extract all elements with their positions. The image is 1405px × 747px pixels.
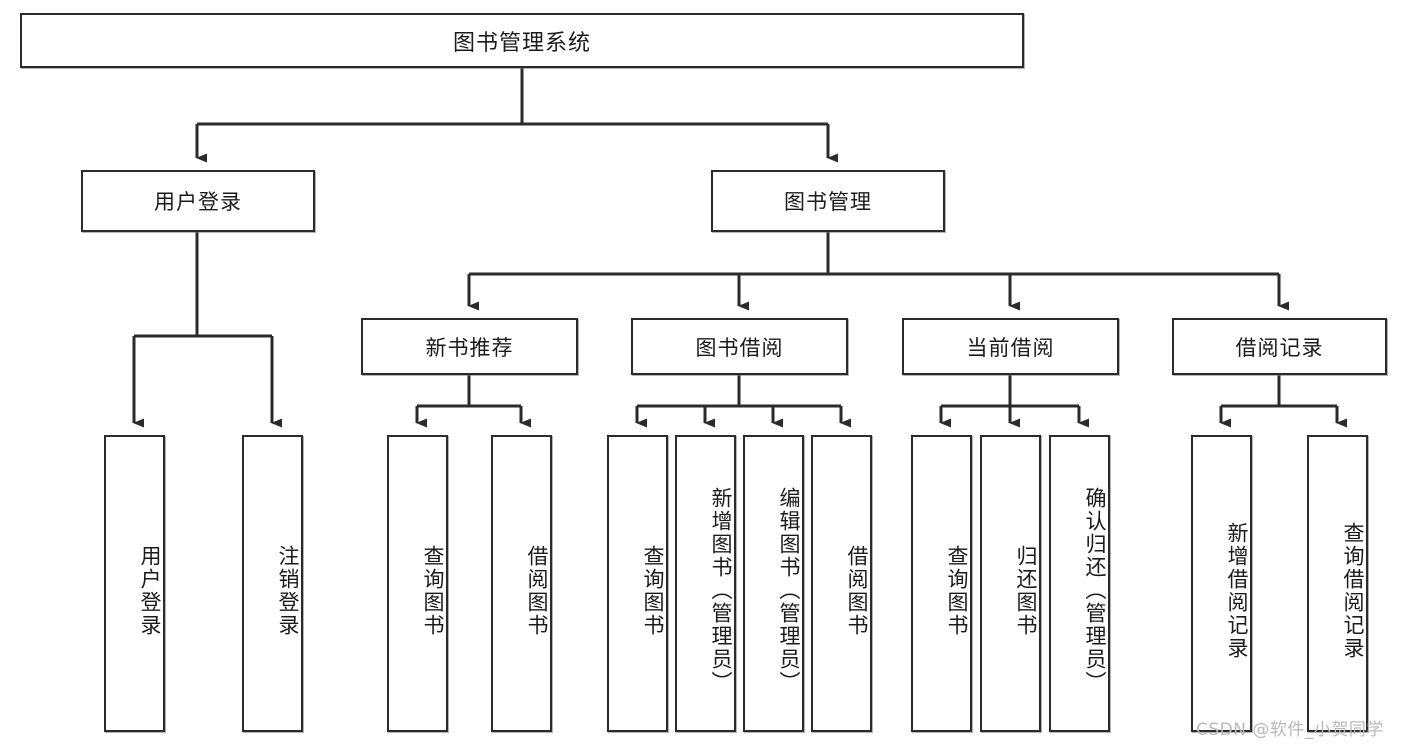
leaf-query-book-borrow[interactable]: 查询图书: [607, 435, 668, 732]
node-label: 查询图书: [421, 544, 445, 637]
node-label: 用户登录: [154, 190, 242, 214]
leaf-add-borrow-record[interactable]: 新增借阅记录: [1191, 435, 1252, 732]
leaf-add-book-admin[interactable]: 新增图书（管理员）: [675, 435, 736, 732]
node-book-management[interactable]: 图书管理: [711, 170, 945, 232]
node-label: 图书管理系统: [452, 30, 591, 56]
node-label: 查询图书: [945, 544, 969, 637]
node-label: 图书管理: [784, 190, 872, 214]
node-label: 借阅图书: [845, 544, 869, 637]
node-current-borrow[interactable]: 当前借阅: [902, 318, 1119, 375]
leaf-edit-book-admin[interactable]: 编辑图书（管理员）: [743, 435, 804, 732]
node-label: 图书借阅: [695, 335, 784, 360]
leaf-borrow-book-borrow[interactable]: 借阅图书: [811, 435, 872, 732]
node-label: 新书推荐: [425, 335, 514, 360]
node-book-borrow[interactable]: 图书借阅: [631, 318, 848, 375]
node-label: 查询借阅记录: [1341, 521, 1365, 660]
node-label: 当前借阅: [966, 335, 1055, 360]
leaf-return-book[interactable]: 归还图书: [980, 435, 1041, 732]
node-label: 注销登录: [276, 544, 300, 637]
leaf-borrow-book-new-rec[interactable]: 借阅图书: [491, 435, 552, 732]
node-label: 编辑图书（管理员）: [777, 487, 801, 694]
leaf-query-book-new-rec[interactable]: 查询图书: [387, 435, 448, 732]
node-borrow-record[interactable]: 借阅记录: [1172, 318, 1387, 375]
node-label: 确认归还（管理员）: [1083, 487, 1107, 694]
node-label: 归还图书: [1014, 544, 1038, 637]
node-label: 用户登录: [138, 544, 162, 637]
node-label: 查询图书: [641, 544, 665, 637]
leaf-query-book-current[interactable]: 查询图书: [911, 435, 972, 732]
leaf-user-login[interactable]: 用户登录: [104, 435, 165, 732]
leaf-confirm-return-admin[interactable]: 确认归还（管理员）: [1049, 435, 1110, 732]
node-new-book-recommendation[interactable]: 新书推荐: [361, 318, 578, 375]
node-label: 借阅图书: [525, 544, 549, 637]
node-root-book-management-system[interactable]: 图书管理系统: [20, 13, 1024, 68]
node-label: 新增图书（管理员）: [709, 487, 733, 694]
node-label: 新增借阅记录: [1225, 521, 1249, 660]
leaf-logout-login[interactable]: 注销登录: [242, 435, 303, 732]
node-label: 借阅记录: [1235, 335, 1324, 360]
node-user-login[interactable]: 用户登录: [81, 170, 315, 232]
leaf-query-borrow-record[interactable]: 查询借阅记录: [1307, 435, 1368, 732]
